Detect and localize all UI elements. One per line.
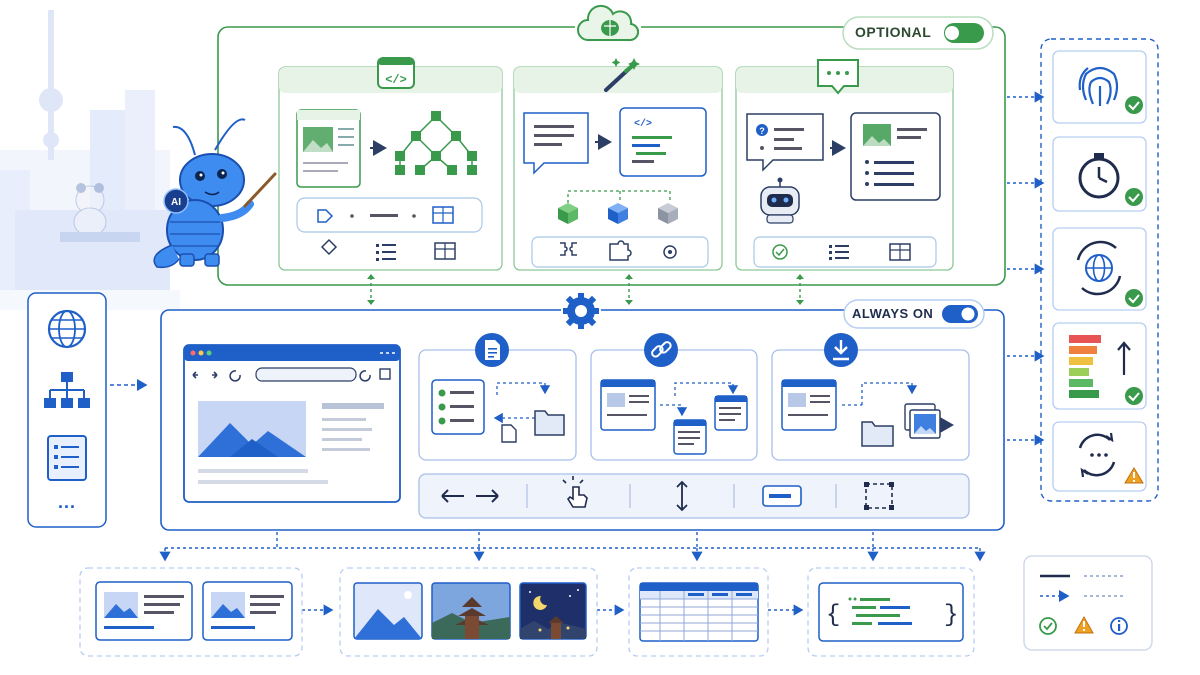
check-stopwatch [1052,136,1147,212]
download-icon [824,333,858,367]
chat-bubble-icon [817,59,859,95]
panda-figure [60,183,140,242]
always-on-toggle-label: ALWAYS ON [852,306,934,321]
fingerprint-icon [1078,66,1119,106]
svg-text:</>: </> [634,118,652,130]
document-list-icon [47,435,87,481]
svg-text:?: ? [759,126,765,136]
refresh-error-icon [1078,432,1116,478]
select-region-icon [864,482,894,510]
link-icon [644,333,678,367]
legend [1023,555,1153,651]
optional-toggle-knob [945,26,959,40]
svg-text:}: } [944,602,958,629]
input-more-ellipsis: ... [57,492,76,512]
output-connectors [159,532,986,616]
globe-sync-icon [1076,240,1122,296]
gear-icon [561,291,601,331]
core-panel-link [590,333,758,461]
globe-icon [47,309,87,349]
always-on-toggle-knob [961,307,975,321]
browser-window [183,344,401,503]
input-panel [27,292,107,528]
info-icon [1110,617,1128,635]
check-fingerprint [1052,50,1147,124]
click-pointer-icon [562,476,588,508]
svg-text:</>: </> [385,73,407,87]
bar-ranking-icon [1069,335,1131,398]
robot-icon [760,177,800,224]
scroll-icon [676,480,688,512]
mascot-badge-text: AI [171,197,181,208]
output-table [628,567,769,657]
ai-mascot: AI [153,118,277,269]
city-skyline-background [0,10,180,310]
check-globe-sync [1052,227,1147,311]
back-forward-arrows-icon [441,489,499,503]
check-icon [1039,617,1057,635]
optional-panel-generate: </> [513,58,723,271]
mascot-badge [163,188,189,214]
input-field-icon [762,485,802,507]
optional-core-connectors [370,277,801,301]
sitemap-icon [44,372,90,408]
optional-panel-assistant: ? [735,59,954,271]
cloud-brain-icon [575,4,641,46]
actions-bar [418,473,970,519]
magic-wand-icon [604,58,640,92]
svg-text:{: { [826,602,840,629]
check-ranking [1052,322,1147,410]
check-refresh-warning [1052,421,1147,492]
output-json: { } [807,567,975,657]
output-pages [79,567,303,657]
stopwatch-icon [1078,153,1120,199]
core-panel-download [771,333,970,461]
output-images [339,567,598,657]
core-panel-extract [418,333,577,461]
optional-toggle-label: OPTIONAL [855,24,932,40]
checks-connectors [1007,91,1045,446]
document-icon [475,333,509,367]
optional-panel-code-graph: </> [278,57,503,271]
